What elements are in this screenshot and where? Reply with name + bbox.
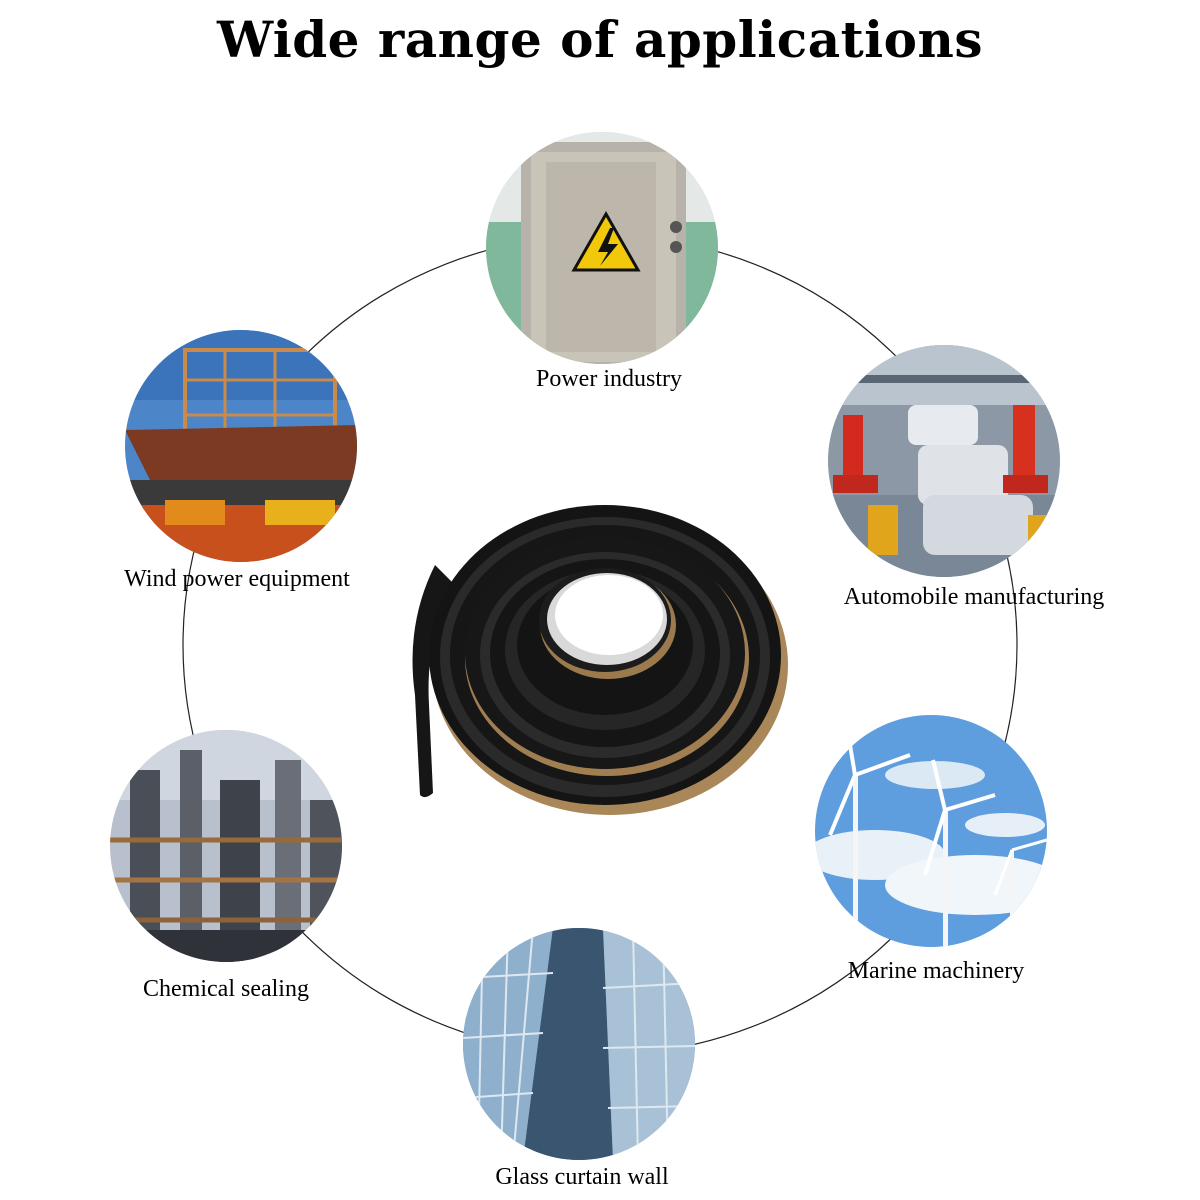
marine-machinery-photo xyxy=(815,715,1047,947)
chemical-sealing-photo xyxy=(110,730,342,962)
wind-power-equipment-photo xyxy=(125,330,357,562)
glass-curtain-wall-label: Glass curtain wall xyxy=(495,1164,669,1190)
chemical-sealing-label: Chemical sealing xyxy=(143,976,309,1002)
marine-machinery-label: Marine machinery xyxy=(847,958,1025,984)
page-title: Wide range of applications xyxy=(216,10,984,69)
power-industry-photo xyxy=(486,132,718,364)
foam-tape-roll xyxy=(412,505,788,815)
automobile-manufacturing-photo xyxy=(828,345,1060,577)
wind-power-equipment-label: Wind power equipment xyxy=(124,566,350,592)
automobile-manufacturing-label: Automobile manufacturing xyxy=(843,584,1105,610)
glass-curtain-wall-photo xyxy=(463,928,695,1160)
power-industry-label: Power industry xyxy=(536,366,682,392)
